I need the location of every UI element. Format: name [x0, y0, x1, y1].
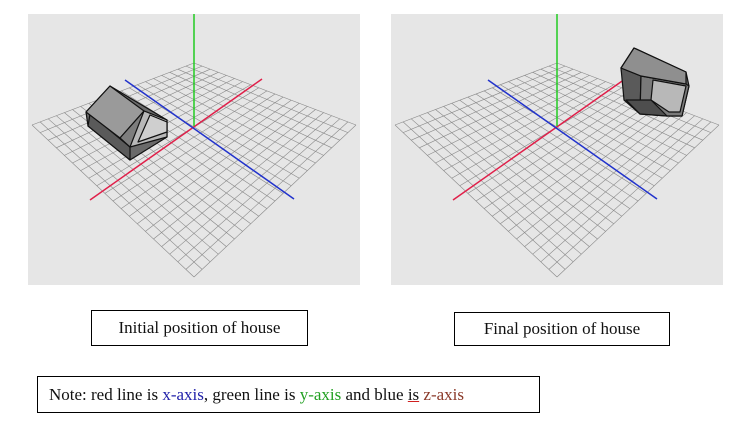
grid-line — [492, 99, 655, 217]
grid-line — [483, 96, 647, 209]
grid-line — [524, 112, 687, 247]
grid-line — [177, 118, 340, 263]
grid-line — [556, 124, 720, 278]
grid-line — [483, 90, 647, 194]
grid-line — [193, 62, 357, 126]
grid-line — [177, 68, 340, 141]
grid-line — [548, 121, 712, 270]
note-x-axis-label: x-axis — [162, 384, 204, 404]
grid-line — [169, 115, 332, 255]
grid-line — [145, 106, 308, 232]
x-axis-line — [452, 78, 626, 201]
grid-line — [532, 72, 695, 149]
initial-position-caption: Initial position of house — [91, 310, 308, 346]
grid-line — [161, 75, 324, 156]
grid-line — [129, 99, 292, 217]
grid-line — [516, 78, 679, 164]
note-text: , green line is — [203, 384, 300, 404]
grid-line — [153, 109, 316, 240]
note-is-word: is — [407, 384, 420, 404]
grid-line — [161, 112, 324, 247]
note-z-axis-label: z-axis — [423, 384, 465, 404]
note-y-axis-label: y-axis — [299, 384, 342, 404]
grid-line — [540, 118, 703, 263]
z-axis-line — [124, 79, 295, 200]
grid-line — [500, 84, 663, 179]
house-model — [85, 85, 168, 161]
grid-floor — [394, 62, 720, 278]
grid-line — [500, 103, 663, 225]
grid-line — [137, 84, 300, 179]
grid-line — [193, 124, 357, 278]
grid-line — [169, 72, 332, 149]
grid-line — [532, 115, 695, 255]
caption-text: Final position of house — [483, 319, 641, 338]
initial-position-viewport — [28, 14, 360, 285]
x-axis-line — [89, 78, 263, 201]
grid-line — [508, 81, 671, 171]
initial-3d-scene — [31, 14, 357, 278]
grid-line — [120, 96, 284, 209]
grid-line — [475, 93, 639, 202]
final-position-caption: Final position of house — [454, 312, 670, 346]
grid-line — [145, 81, 308, 171]
grid-line — [129, 87, 292, 187]
grid-line — [524, 75, 687, 156]
note-text: and blue — [341, 384, 408, 404]
final-3d-scene — [394, 14, 720, 278]
grid-line — [540, 68, 703, 141]
caption-text: Initial position of house — [118, 318, 281, 337]
grid-line — [516, 109, 679, 240]
grid-line — [508, 106, 671, 232]
grid-line — [137, 103, 300, 225]
grid-line — [112, 93, 276, 202]
grid-line — [492, 87, 655, 187]
house-model — [620, 47, 690, 117]
z-axis-line — [487, 79, 658, 200]
axis-legend-note: Note: red line is x-axis, green line is … — [37, 376, 540, 413]
grid-line — [185, 65, 349, 133]
grid-line — [185, 121, 349, 270]
final-position-viewport — [391, 14, 723, 285]
grid-line — [153, 78, 316, 164]
grid-line — [120, 90, 284, 194]
note-prefix: Note: red line is — [49, 384, 163, 404]
